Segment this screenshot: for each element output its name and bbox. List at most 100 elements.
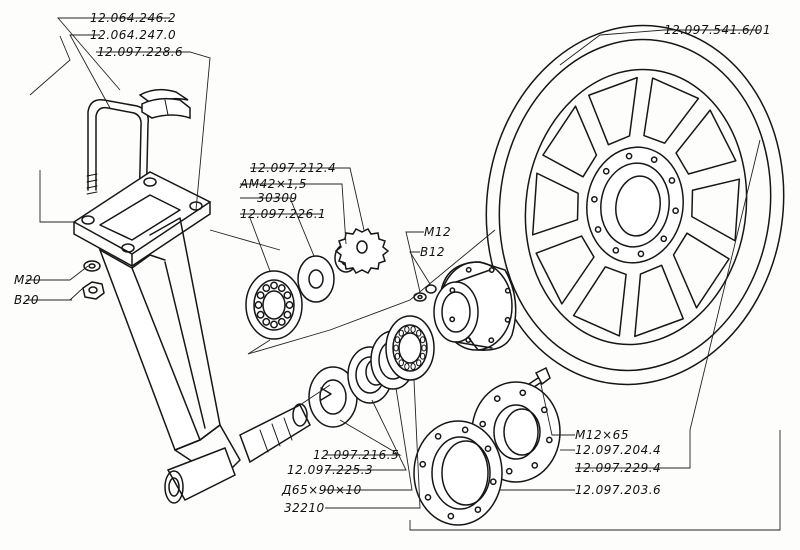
disc-window	[691, 178, 741, 242]
cover-bolt-hole	[474, 506, 482, 514]
bearing-roller	[410, 363, 416, 371]
bearing-roller	[419, 352, 426, 360]
bearing-roller	[262, 284, 271, 293]
disc-bolt-hole	[591, 195, 598, 203]
bearing-roller	[285, 301, 294, 309]
disc-bolt-hole	[672, 207, 679, 215]
washer-shape	[297, 255, 335, 303]
cover-bolt-hole	[505, 467, 513, 475]
label-bearing-30309: 30309	[257, 191, 298, 205]
cover-bolt-hole	[484, 445, 492, 453]
cover-bolt-hole	[519, 389, 527, 397]
disc-bolt-hole	[668, 177, 676, 184]
cover-bolt-hole	[447, 512, 455, 520]
hub-bolt-hole	[465, 266, 472, 273]
bearing-roller	[421, 344, 427, 352]
bearing-roller	[283, 291, 292, 300]
wheel-hub	[433, 261, 517, 351]
label-bolt-m12: М12	[424, 225, 452, 239]
leader-lines	[26, 17, 781, 531]
disc-bolt-hole	[602, 167, 610, 175]
disc-window	[588, 76, 638, 146]
label-hub-cover: 12.097.204.4	[575, 443, 662, 457]
bearing-roller	[416, 359, 422, 367]
cover-bolt-hole	[493, 395, 501, 403]
label-nut-am42: АМ42×1,5	[240, 177, 307, 191]
hub-bolt-hole	[449, 287, 456, 294]
label-hub-flange: 12.097.229.4	[575, 461, 662, 475]
lock-washer-shape	[334, 228, 390, 274]
hub-bolt-hole	[504, 316, 511, 323]
cover-bolt-hole	[479, 420, 487, 428]
bearing-roller	[398, 359, 404, 367]
label-pad: 12.097.228.6	[97, 45, 184, 59]
label-bearing-32210: 32210	[284, 501, 325, 515]
nut-m20-shape	[83, 260, 101, 272]
hub-bolt-hole	[488, 337, 495, 344]
bolt-m12-shape	[413, 284, 437, 302]
bearing-roller	[404, 325, 410, 333]
disc-bolt-hole	[594, 226, 602, 233]
disc-window	[542, 105, 598, 178]
label-bolt-m12x65: М12×65	[575, 428, 629, 442]
disc-bolt-hole	[650, 156, 658, 164]
bearing-roller	[394, 336, 401, 344]
bearing-roller	[283, 310, 292, 319]
label-nut-m20: М20	[14, 273, 42, 287]
hub-bolt-hole	[488, 267, 495, 273]
disc-window	[643, 77, 700, 144]
cover-bolt-hole	[461, 426, 469, 434]
cover-bolt-hole	[434, 432, 442, 440]
bearing-roller	[256, 291, 265, 300]
disc-bolt-hole	[625, 152, 633, 160]
inner-bearing-shape	[385, 315, 435, 381]
disc-window	[634, 264, 684, 338]
bearing-roller	[416, 329, 422, 337]
label-brake-disc: 12.097.541.6/01	[664, 23, 771, 37]
hub-bolt-hole	[504, 287, 511, 294]
label-cover: 12.097.203.6	[575, 483, 662, 497]
label-washer-b20: В20	[14, 293, 40, 307]
hub-bolt-hole	[465, 337, 472, 343]
cover-bolt-hole	[545, 436, 553, 444]
disc-bolt-hole	[660, 235, 668, 243]
label-seal: Д65×90×10	[282, 483, 362, 497]
label-spring-washer: В12	[420, 245, 446, 259]
bearing-roller	[419, 336, 426, 344]
disc-window	[531, 172, 579, 236]
cover-bolt-hole	[489, 478, 497, 486]
bearing-roller	[393, 344, 399, 352]
brake-disc	[485, 24, 785, 386]
label-spacer: 12.097.225.3	[287, 463, 374, 477]
bearing-roller	[277, 317, 286, 326]
disc-window	[535, 235, 595, 305]
bearing-roller	[410, 325, 416, 333]
cover-bolt-hole	[424, 493, 432, 501]
label-lock-washer: 12.097.212.4	[250, 161, 337, 175]
disc-window	[672, 232, 730, 309]
bearing-roller	[394, 352, 401, 360]
axle-beam	[98, 217, 241, 481]
axle-beam-plate	[72, 171, 212, 267]
bearing-roller	[270, 320, 278, 329]
outer-bearing-30309	[245, 270, 303, 340]
label-washer: 12.097.226.1	[240, 207, 327, 221]
washer-b20-shape	[82, 281, 105, 300]
bearing-roller	[262, 317, 271, 326]
label-u-bolt-plate: 12.064.246.2	[90, 11, 177, 25]
disc-bolt-hole	[612, 246, 620, 254]
bearing-roller	[398, 329, 404, 337]
label-u-bolt: 12.064.247.0	[90, 28, 177, 42]
bearing-roller	[277, 284, 286, 293]
disc-bolt-hole	[637, 250, 645, 258]
bearing-roller	[404, 363, 410, 371]
pads	[138, 88, 191, 120]
disc-window	[675, 109, 737, 175]
disc-window	[572, 266, 627, 337]
cover-bolt-hole	[531, 461, 539, 469]
bearing-roller	[270, 281, 278, 290]
cover-shape	[413, 420, 503, 526]
hub-bolt-hole	[449, 316, 456, 323]
